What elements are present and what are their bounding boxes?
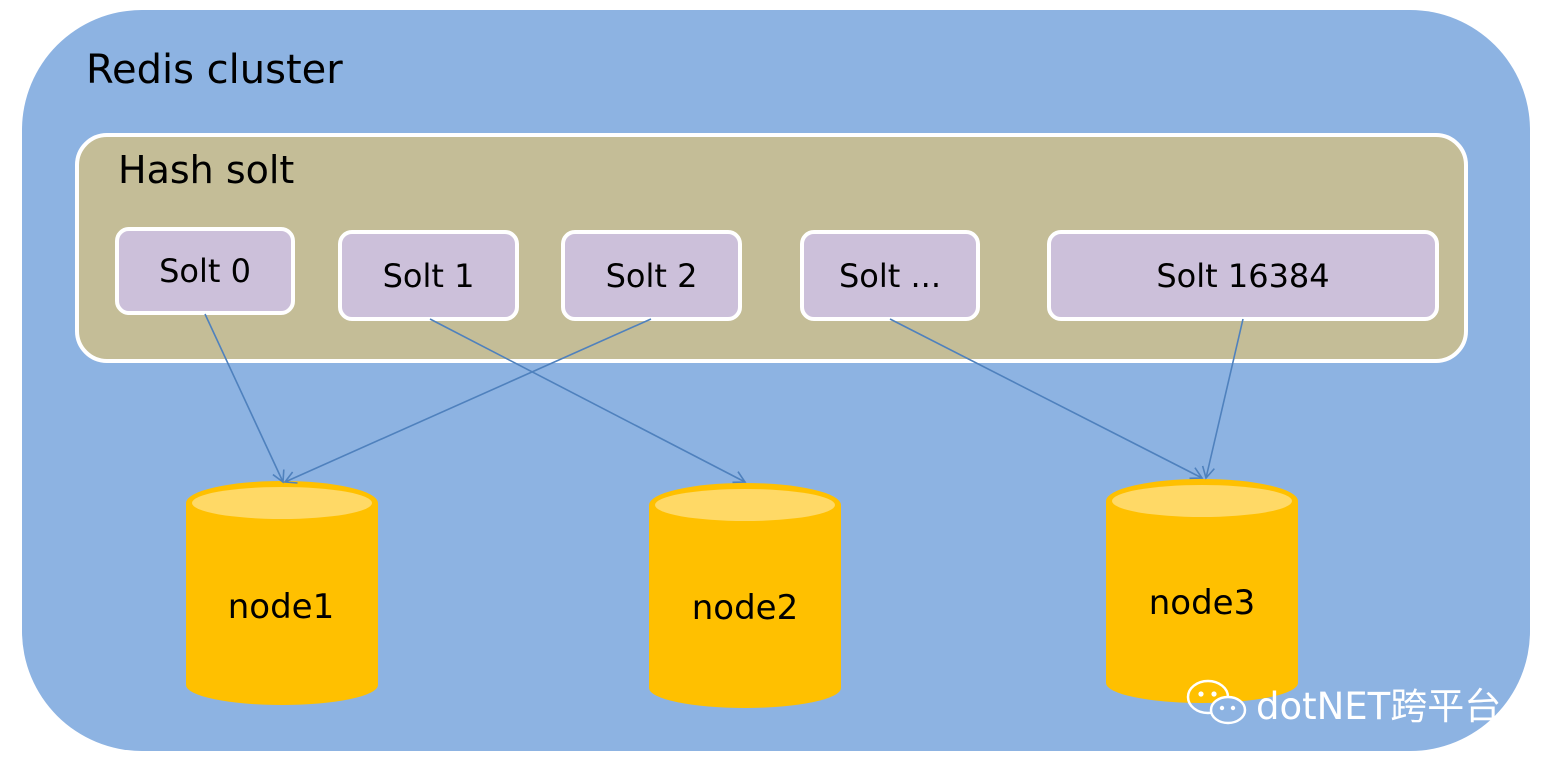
slot-0: Solt 0 [115, 227, 295, 315]
arrow-slot0-node1 [204, 313, 285, 484]
node2-cylinder [649, 483, 841, 708]
arrow-slot2-node1 [283, 318, 652, 484]
slot-16384: Solt 16384 [1047, 230, 1439, 321]
slot-1: Solt 1 [338, 230, 519, 321]
slot-2: Solt 2 [561, 230, 742, 321]
slot-ellipsis: Solt ... [800, 230, 980, 321]
node3-label: node3 [1148, 583, 1256, 623]
arrow-slot1-node2 [429, 318, 747, 484]
node1-cylinder [186, 481, 378, 705]
wechat-icon [1186, 679, 1247, 725]
arrow-slotx-node3 [889, 318, 1204, 480]
node2-label: node2 [691, 588, 799, 628]
arrow-slot16384-node3 [1201, 318, 1244, 480]
cluster-title: Redis cluster [86, 47, 343, 93]
hash-slot-title: Hash solt [118, 148, 295, 192]
watermark: dotNET跨平台 [1186, 676, 1501, 730]
node1-label: node1 [227, 587, 335, 627]
node3-cylinder [1106, 479, 1298, 703]
watermark-text: dotNET跨平台 [1256, 685, 1502, 728]
